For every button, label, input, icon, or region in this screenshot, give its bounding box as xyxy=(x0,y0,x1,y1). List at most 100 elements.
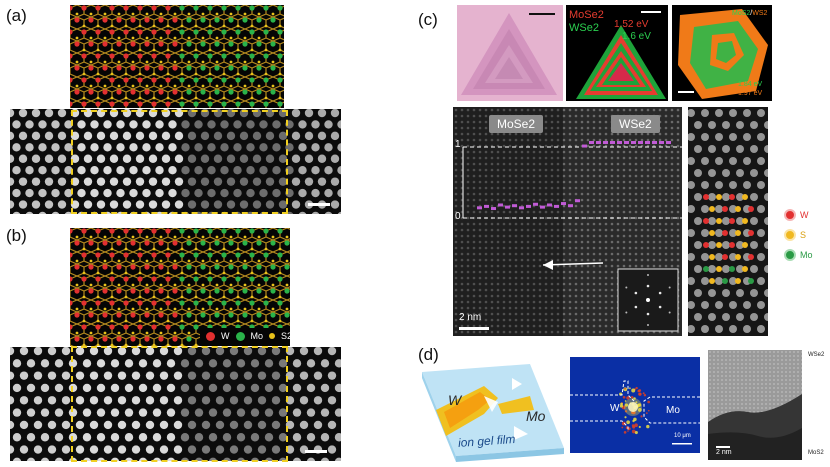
w-atom xyxy=(151,29,157,35)
stem-atom-column xyxy=(64,120,73,129)
inset2-energy-1: 1.84 eV xyxy=(738,81,763,88)
stem-atom-column xyxy=(213,177,223,186)
w-atom xyxy=(102,17,108,23)
w-atom xyxy=(172,264,178,270)
s-atom xyxy=(166,271,170,275)
legend-mo-label: Mo xyxy=(250,331,264,341)
strip-atom-column xyxy=(722,265,730,273)
w-atom xyxy=(722,254,728,260)
mo-atom xyxy=(284,264,290,270)
stem-atom-column xyxy=(291,154,301,163)
stem-atom-column xyxy=(131,371,141,380)
mo-atom xyxy=(228,89,234,95)
stem-atom-column xyxy=(320,433,330,442)
strip-atom-column xyxy=(688,205,695,213)
s-atom xyxy=(194,271,198,275)
stem-atom-column xyxy=(64,188,73,198)
stem-atom-column xyxy=(96,408,106,417)
stem-atom-column xyxy=(229,396,239,405)
s-atom xyxy=(131,12,135,16)
emission-speck xyxy=(632,425,636,429)
emission-speck xyxy=(620,402,623,406)
s-atom xyxy=(138,48,142,52)
mo-atom xyxy=(228,288,234,294)
s-atom xyxy=(89,331,93,335)
s-atom xyxy=(243,259,247,263)
s-atom xyxy=(103,36,107,40)
mo-atom xyxy=(263,77,269,83)
stem-atom-column xyxy=(291,200,301,209)
w-atom xyxy=(151,53,157,59)
s-atom xyxy=(215,36,219,40)
w-atom xyxy=(144,89,150,95)
mo-atom xyxy=(249,276,255,282)
stem-atom-column xyxy=(75,445,85,454)
s-atom xyxy=(278,72,282,76)
stem-atom-column xyxy=(334,408,341,417)
mo-atom xyxy=(270,264,276,270)
legend-w-label: W xyxy=(221,331,230,341)
mo-atom xyxy=(235,5,241,11)
stem-atom-column xyxy=(327,420,337,430)
stem-atom-column xyxy=(257,347,267,356)
map-mo-label: Mo xyxy=(666,405,680,416)
w-atom xyxy=(95,53,101,59)
w-atom xyxy=(172,312,178,318)
s-atom xyxy=(138,72,142,76)
stem-atom-column xyxy=(61,347,71,356)
stem-atom-column xyxy=(38,211,47,214)
device-schematic: W Mo ion gel film xyxy=(418,352,566,462)
w-atom xyxy=(70,252,73,258)
w-atom xyxy=(102,288,108,294)
mo-atom xyxy=(193,29,199,35)
mo-atom xyxy=(256,240,262,246)
mo-atom xyxy=(179,252,185,258)
s-atom xyxy=(145,283,149,287)
stem-atom-column xyxy=(138,383,148,393)
stem-atom-column xyxy=(265,177,275,186)
s-atom xyxy=(82,72,86,76)
s-atom xyxy=(117,84,121,88)
strip-atom-column xyxy=(750,193,758,201)
emission-speck xyxy=(640,415,643,418)
stem-atom-column xyxy=(54,433,64,442)
w-atom xyxy=(123,53,129,59)
s-atom xyxy=(742,242,748,248)
mo-atom xyxy=(207,300,213,306)
s-atom xyxy=(222,247,226,251)
profile-point xyxy=(540,205,545,209)
strip-atom-column xyxy=(764,217,768,225)
s-atom xyxy=(243,307,247,311)
strip-atom-column xyxy=(701,301,709,309)
strip-atom-column xyxy=(694,241,702,249)
mo-atom xyxy=(235,29,241,35)
w-atom xyxy=(172,89,178,95)
stem-atom-column xyxy=(103,420,113,430)
stem-atom-column xyxy=(233,143,242,152)
stem-atom-column xyxy=(44,200,54,209)
stem-atom-column xyxy=(327,347,337,356)
s-atom xyxy=(742,266,748,272)
el-map-svg xyxy=(570,380,700,445)
stem-atom-column xyxy=(299,396,309,405)
stem-atom-column xyxy=(187,420,197,430)
stem-atom-column xyxy=(64,211,73,214)
s-atom xyxy=(75,259,79,263)
s-atom xyxy=(117,331,121,335)
inset2-title: MoS2/WS2 xyxy=(732,10,767,17)
s-atom xyxy=(152,247,156,251)
w-atom xyxy=(130,240,136,246)
stem-atom-column xyxy=(187,445,197,454)
mo-atom xyxy=(193,5,199,11)
s-atom xyxy=(89,235,93,239)
panel-a-scale-bar xyxy=(308,203,330,206)
stem-atom-column xyxy=(75,347,85,356)
s-atom xyxy=(124,247,128,251)
stem-atom-column xyxy=(208,408,218,417)
s-atom xyxy=(145,60,149,64)
mo-atom xyxy=(263,228,269,234)
w-atom xyxy=(74,264,80,270)
stem-atom-column xyxy=(31,200,41,209)
stem-atom-column xyxy=(313,347,323,356)
s-atom xyxy=(110,247,114,251)
